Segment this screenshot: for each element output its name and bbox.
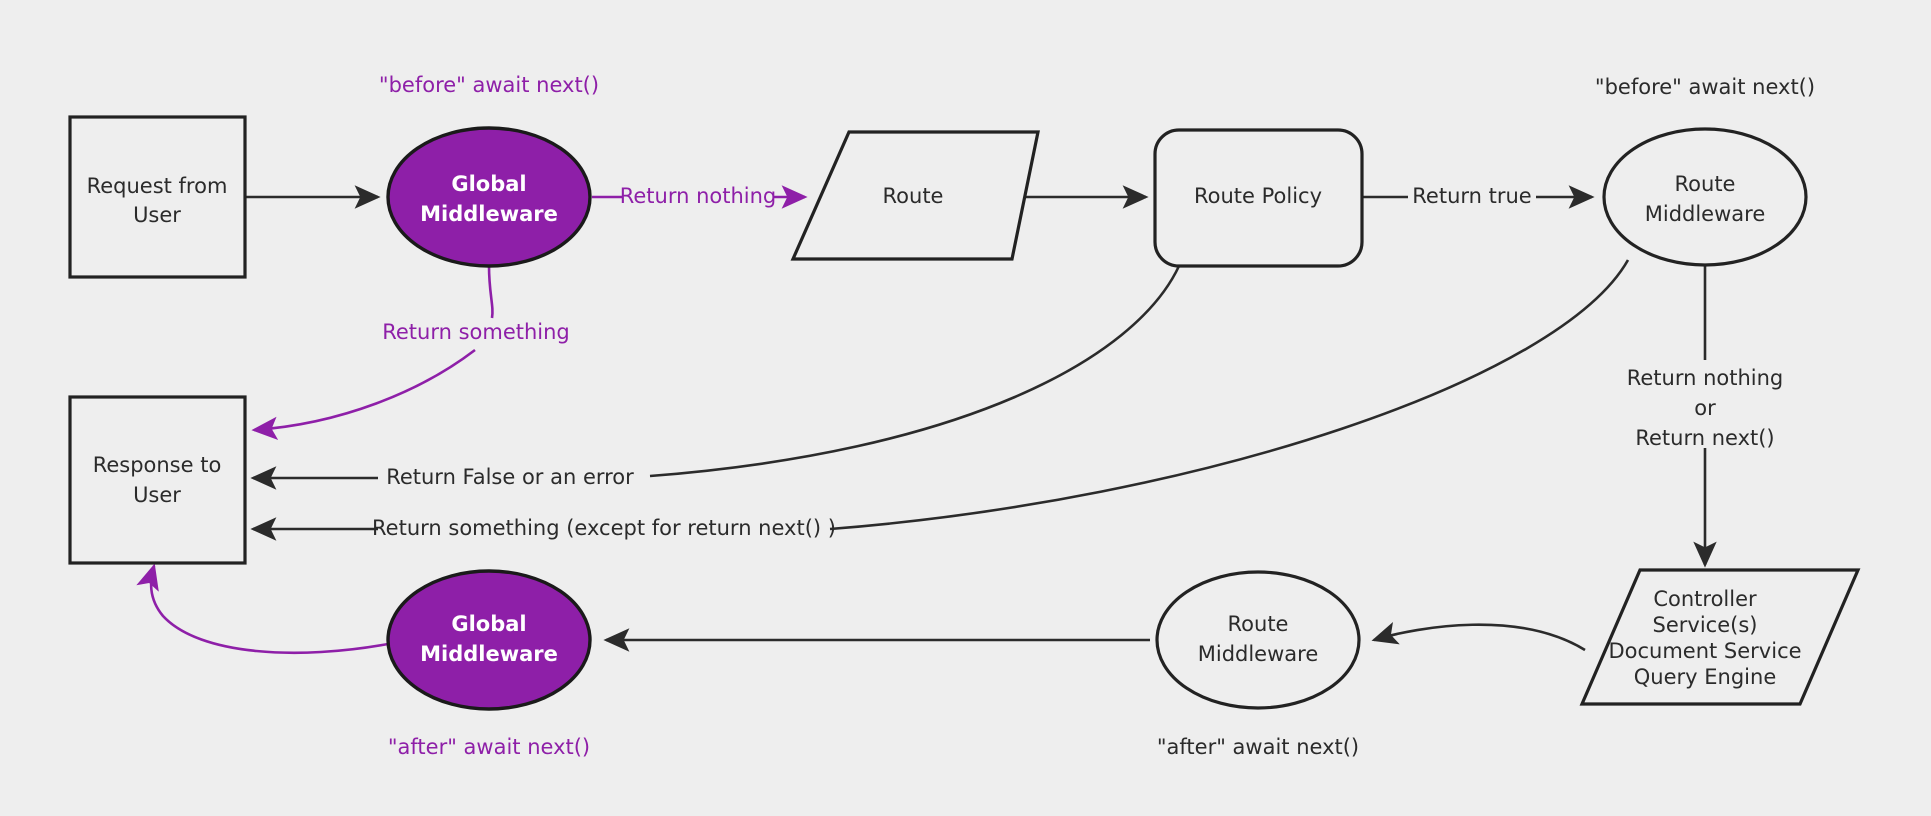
node-route-policy-label: Route Policy: [1194, 184, 1322, 208]
node-controller-line4: Query Engine: [1634, 665, 1776, 689]
node-controller-services[interactable]: [1579, 568, 1861, 706]
annotation-before-await-next-left: "before" await next(): [379, 73, 599, 97]
node-route-middleware-top[interactable]: [1602, 127, 1808, 267]
node-route-label: Route: [883, 184, 944, 208]
node-route-middleware-top-line2: Middleware: [1645, 202, 1766, 226]
node-route-policy[interactable]: [1153, 128, 1364, 268]
node-global-middleware-bottom-line2: Middleware: [420, 642, 558, 666]
node-global-middleware-top-line1: Global: [451, 172, 526, 196]
edge-label-return-nothing-or-next-line1: Return nothing: [1627, 366, 1784, 390]
node-response-to-user[interactable]: [68, 395, 247, 565]
annotation-after-await-next-left: "after" await next(): [388, 735, 590, 759]
node-controller-line1: Controller: [1653, 587, 1757, 611]
node-request-from-user-line1: Request from: [87, 174, 228, 198]
edge-label-return-nothing-or-next-line2: or: [1694, 396, 1716, 420]
edge-controller-to-route-middleware-bottom: [1371, 621, 1586, 652]
annotation-before-await-next-right: "before" await next(): [1595, 75, 1815, 99]
edge-label-return-something: Return something: [382, 320, 570, 344]
edge-label-return-nothing-or-next-line3: Return next(): [1635, 426, 1774, 450]
node-controller-line3: Document Service: [1608, 639, 1801, 663]
node-global-middleware-bottom-line1: Global: [451, 612, 526, 636]
node-route-middleware-bottom[interactable]: [1155, 570, 1361, 710]
node-global-middleware-top[interactable]: [386, 126, 592, 268]
annotation-after-await-next-right: "after" await next(): [1157, 735, 1359, 759]
edge-label-return-nothing: Return nothing: [620, 184, 777, 208]
edge-global-middleware-to-response-lower: [251, 348, 476, 441]
node-global-middleware-bottom[interactable]: [386, 569, 592, 711]
node-request-from-user-line2: User: [133, 203, 181, 227]
node-request-from-user[interactable]: [68, 115, 247, 279]
node-global-middleware-top-line2: Middleware: [420, 202, 558, 226]
edge-label-return-something-except: Return something (except for return next…: [372, 516, 836, 540]
node-route[interactable]: [790, 130, 1040, 261]
edge-label-return-true: Return true: [1412, 184, 1531, 208]
edge-global-middleware-to-response: [487, 265, 494, 319]
node-route-middleware-top-line1: Route: [1675, 172, 1736, 196]
node-response-to-user-line2: User: [133, 483, 181, 507]
edge-label-return-false-or-error: Return False or an error: [386, 465, 634, 489]
edge-global-middleware-bottom-to-response: [136, 563, 389, 655]
edge-route-policy-to-response: [649, 265, 1181, 478]
node-route-middleware-bottom-line2: Middleware: [1198, 642, 1319, 666]
node-response-to-user-line1: Response to: [93, 453, 222, 477]
node-route-middleware-bottom-line1: Route: [1228, 612, 1289, 636]
edge-route-middleware-to-response: [829, 259, 1630, 531]
node-controller-line2: Service(s): [1653, 613, 1758, 637]
